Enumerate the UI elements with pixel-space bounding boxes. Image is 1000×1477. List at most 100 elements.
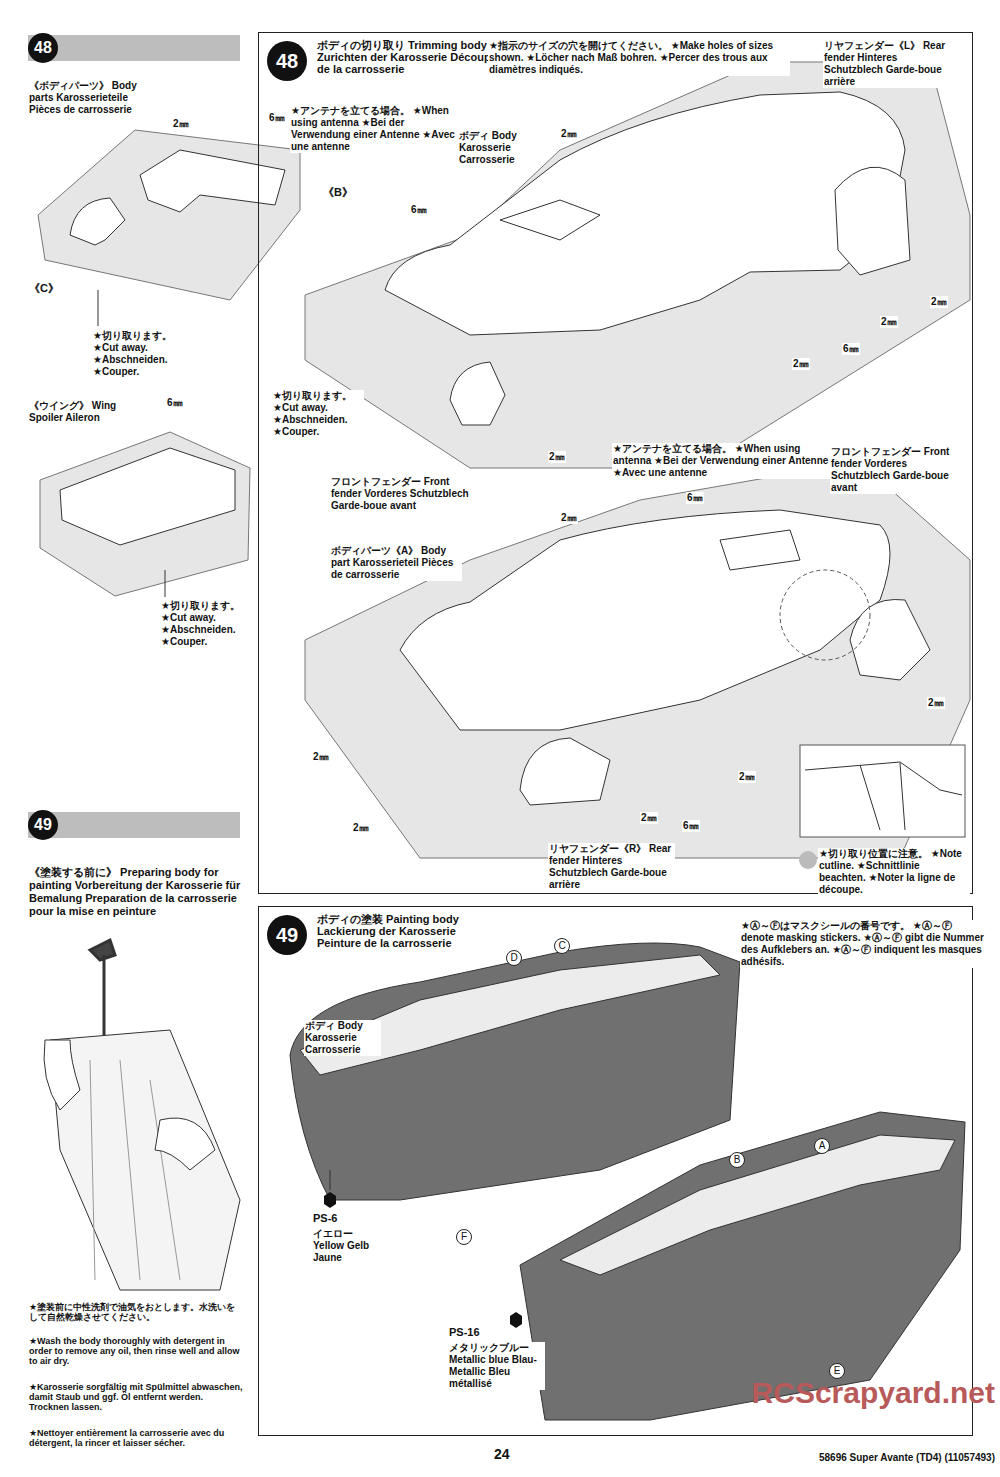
- number-text: 49: [34, 817, 52, 833]
- dimension: 6㎜: [268, 112, 286, 124]
- tray: [40, 432, 250, 596]
- dimension: 2㎜: [792, 358, 810, 370]
- part-name: 《B》: [322, 186, 354, 199]
- dimension: 2㎜: [560, 128, 578, 140]
- body: [385, 92, 905, 335]
- number-text: F: [461, 1232, 467, 1242]
- rear-fender-r: [520, 738, 610, 805]
- number-text: 49: [276, 925, 298, 945]
- note-mark: [799, 851, 817, 869]
- note: ★Karosserie sorgfältig mit Spülmittel ab…: [28, 1382, 245, 1412]
- mask-number: C: [554, 938, 570, 954]
- part-name: 《ウイング》 Wing Spoiler Aileron: [28, 400, 140, 424]
- note: ★切り取ります。 ★Cut away. ★Abschneiden. ★Coupe…: [272, 390, 364, 438]
- dimension: 2㎜: [172, 118, 190, 130]
- part-name: ボディ Body Karosserie Carrosserie: [458, 130, 535, 166]
- step-number: 49: [267, 915, 307, 955]
- leader: [165, 570, 166, 597]
- body-washing: [50, 1030, 240, 1290]
- body-top: [300, 955, 720, 1075]
- paint-marker: [324, 1192, 336, 1208]
- window: [720, 530, 800, 570]
- step-number: 48: [267, 41, 307, 81]
- part-name: ボディパーツ《A》 Body part Karosserieteil Pièce…: [330, 545, 462, 581]
- part-name: ボディ Body Karosserie Carrosserie: [304, 1020, 381, 1056]
- tray: [305, 472, 970, 858]
- note: ★Ⓐ～Ⓕはマスクシールの番号です。 ★Ⓐ～Ⓕ denote masking st…: [740, 920, 987, 968]
- front-fender: [850, 600, 930, 681]
- number-text: A: [819, 1141, 826, 1151]
- mask-number: D: [506, 950, 522, 966]
- paint-marker: [510, 1312, 522, 1328]
- window: [500, 200, 600, 240]
- body-top: [560, 1135, 955, 1275]
- note: ★指示のサイズの穴を開けてください。 ★Make holes of sizes …: [488, 40, 790, 76]
- note: ★切り取ります。 ★Cut away. ★Abschneiden. ★Coupe…: [92, 330, 184, 378]
- paint-name: メタリックブルー Metallic blue Blau-Metallic Ble…: [448, 1342, 545, 1390]
- dimension: 6㎜: [682, 820, 700, 832]
- number-text: 48: [276, 51, 298, 71]
- number-text: 48: [34, 40, 52, 56]
- part-name: フロントフェンダー Front fender Vorderes Schutzbl…: [830, 446, 967, 494]
- painted-body: [290, 943, 740, 1200]
- mask-number: A: [814, 1138, 830, 1154]
- part-name: 《ボディパーツ》 Body parts Karosserieteile Pièc…: [28, 80, 145, 116]
- model-code: 58696 Super Avante (TD4) (11057493): [818, 1452, 996, 1464]
- dimension: 6㎜: [842, 343, 860, 355]
- paint-name: イエロー Yellow Gelb Jaune: [312, 1228, 374, 1264]
- step-number: 48: [28, 33, 58, 63]
- page-number: 24: [493, 1446, 511, 1462]
- note: ★Wash the body thoroughly with detergent…: [28, 1336, 245, 1366]
- dimension: 2㎜: [738, 771, 756, 783]
- note: ★切り取り位置に注意。 ★Note cutline. ★Schnittlinie…: [818, 848, 970, 896]
- water: [90, 1060, 180, 1280]
- part-name: 《C》: [28, 282, 60, 295]
- tray: [38, 130, 300, 300]
- step-band: [28, 35, 240, 61]
- dimension: 2㎜: [930, 296, 948, 308]
- detail-circle: [780, 570, 870, 660]
- paint-code: PS-16: [448, 1326, 481, 1339]
- dimension: 2㎜: [880, 316, 898, 328]
- painted-body: [520, 1112, 965, 1420]
- body-part-c: [70, 198, 125, 245]
- step-number: 49: [28, 810, 58, 840]
- note: ★アンテナを立てる場合。 ★When using antenna ★Bei de…: [290, 105, 457, 153]
- number-text: D: [510, 953, 517, 963]
- number-text: B: [734, 1155, 741, 1165]
- hands: [44, 1040, 215, 1170]
- detail-lines: [805, 762, 962, 830]
- detail-inset: [800, 745, 965, 837]
- watermark: RCScrapyard.net: [751, 1375, 996, 1410]
- mask-number: B: [729, 1152, 745, 1168]
- number-text: C: [558, 941, 565, 951]
- leader: [98, 290, 99, 326]
- wing: [60, 448, 235, 545]
- leader: [330, 1170, 331, 1190]
- dimension: 6㎜: [410, 204, 428, 216]
- note: ★切り取ります。 ★Cut away. ★Abschneiden. ★Coupe…: [160, 600, 252, 648]
- dimension: 2㎜: [640, 812, 658, 824]
- dimension: 2㎜: [312, 751, 330, 763]
- front-fender: [450, 362, 505, 425]
- body-part-b: [140, 150, 285, 212]
- dimension: 2㎜: [560, 512, 578, 524]
- step-title: ボディの塗装 Painting body Lackierung der Karo…: [317, 913, 497, 949]
- note: ★アンテナを立てる場合。 ★When using antenna ★Bei de…: [612, 443, 834, 479]
- dimension: 2㎜: [352, 822, 370, 834]
- step-title: ボディの切り取り Trimming body Zurichten der Kar…: [317, 39, 497, 75]
- note: ★塗装前に中性洗剤で油気をおとします。水洗いをして自然乾燥させてください。: [28, 1302, 245, 1322]
- section-title: 《塗装する前に》 Preparing body for painting Vor…: [28, 866, 250, 918]
- rear-fender-l: [835, 167, 910, 275]
- note: ★Nettoyer entièrement la carrosserie ave…: [28, 1428, 245, 1448]
- body: [400, 510, 890, 730]
- part-name: リヤフェンダー《L》 Rear fender Hinteres Schutzbl…: [823, 40, 955, 88]
- dimension: 6㎜: [166, 397, 184, 409]
- dimension: 2㎜: [548, 451, 566, 463]
- step-band: [28, 812, 240, 838]
- paint-code: PS-6: [312, 1212, 338, 1225]
- dimension: 6㎜: [686, 492, 704, 504]
- dimension: 2㎜: [927, 697, 945, 709]
- mask-number: F: [456, 1229, 472, 1245]
